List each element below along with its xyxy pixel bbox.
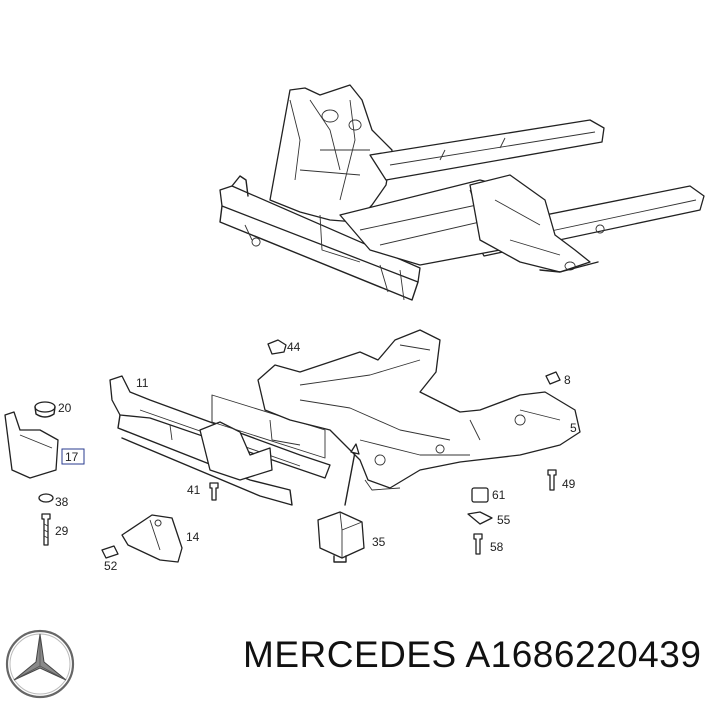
callout-35: 35 bbox=[372, 535, 386, 549]
callout-58: 58 bbox=[490, 540, 504, 554]
part-number: A1686220439 bbox=[465, 634, 702, 675]
callout-44: 44 bbox=[287, 340, 301, 354]
subframe-drawing bbox=[109, 329, 581, 506]
callout-49: 49 bbox=[562, 477, 576, 491]
callout-20: 20 bbox=[58, 401, 72, 415]
callout-8: 8 bbox=[564, 373, 571, 387]
callout-29: 29 bbox=[55, 524, 69, 538]
callout-14: 14 bbox=[186, 530, 200, 544]
callout-17-box bbox=[61, 448, 85, 465]
brand-part-caption: MERCEDES A1686220439 bbox=[243, 634, 701, 676]
callout-11: 11 bbox=[136, 376, 149, 390]
callout-41: 41 bbox=[187, 483, 201, 497]
callout-38: 38 bbox=[55, 495, 69, 509]
callout-55: 55 bbox=[497, 513, 511, 527]
mercedes-star-icon bbox=[5, 629, 75, 699]
callout-61: 61 bbox=[492, 488, 506, 502]
body-frame-drawing bbox=[219, 84, 705, 301]
callout-5: 5 bbox=[570, 421, 577, 435]
callout-labels: 11 44 8 20 17 5 41 49 61 38 55 29 14 35 … bbox=[55, 340, 577, 573]
callout-52: 52 bbox=[104, 559, 118, 573]
small-parts-drawing bbox=[4, 339, 561, 563]
callout-17: 17 bbox=[65, 450, 79, 464]
brand-name: MERCEDES bbox=[243, 634, 457, 675]
